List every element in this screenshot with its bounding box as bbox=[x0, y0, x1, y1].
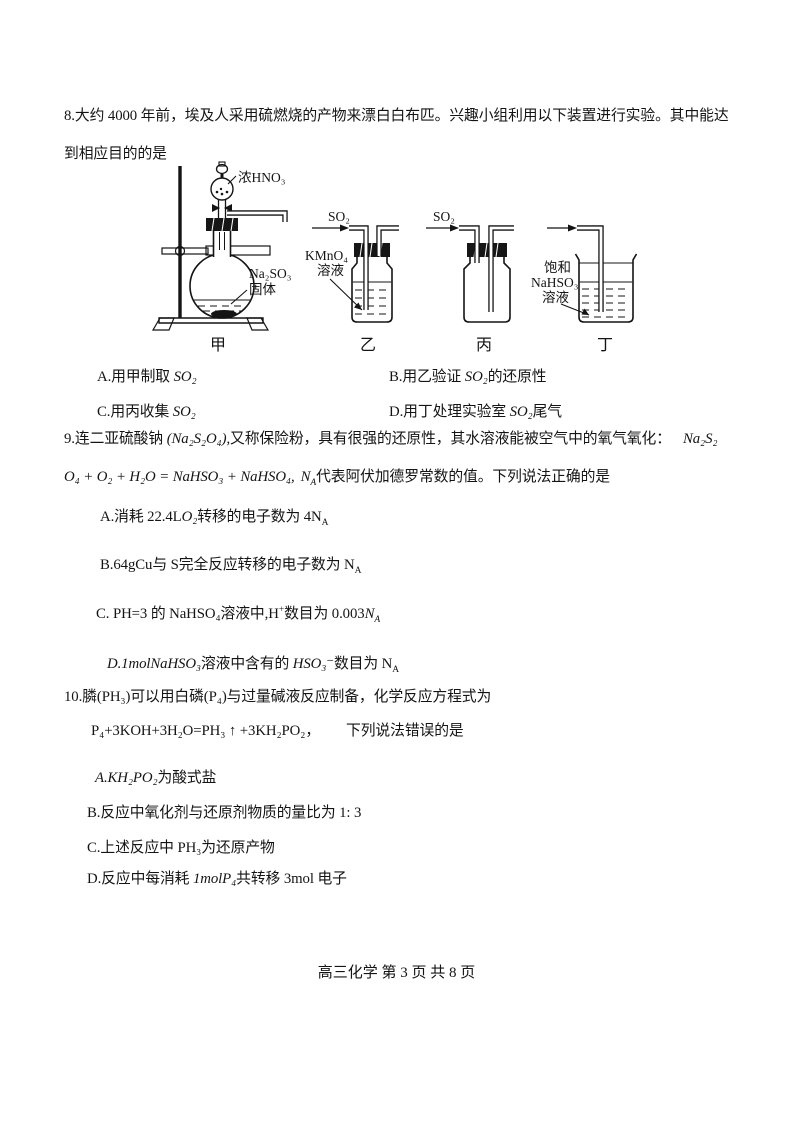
q10-option-d: D.反应中每消耗 1molP₄共转移 3mol 电子 bbox=[87, 870, 347, 889]
q8-option-d: D.用丁处理实验室 SO₂尾气 bbox=[389, 403, 562, 422]
q8-option-a-text: A.用甲制取 bbox=[97, 369, 174, 385]
q8-option-b: B.用乙验证 SO₂的还原性 bbox=[389, 368, 547, 387]
bing-gas-label: SO₂ bbox=[433, 209, 455, 224]
yi-pointer-arrow bbox=[354, 302, 362, 310]
q8-stem-line1: 8.大约 4000 年前，埃及人采用硫燃烧的产物来漂白白布匹。兴趣小组利用以下装… bbox=[64, 108, 729, 124]
q9-option-d-sub: A bbox=[392, 664, 400, 675]
q10-stem-line1: 10.膦(PH₃)可以用白磷(P₄)与过量碱液反应制备，化学反应方程式为 bbox=[64, 689, 492, 705]
q9-option-a-text2: 转移的电子数为 4N bbox=[197, 509, 322, 525]
ding-flow-arrow bbox=[568, 224, 577, 232]
yi-solution-label-1: KMnO₄ bbox=[305, 248, 348, 263]
q9-option-b-text: B.64gCu与 S完全反应转移的电子数为 N bbox=[100, 557, 355, 573]
bing-flow-arrow bbox=[450, 224, 459, 232]
q9-stem-text1: 9.连二亚硫酸钠 bbox=[64, 431, 167, 447]
jia-flask-label-1: Na₂SO₃ bbox=[249, 266, 292, 281]
q9-option-b-sub: A bbox=[354, 565, 362, 576]
q10-option-d-formula: 1molP₄ bbox=[192, 871, 237, 887]
jia-caption: 甲 bbox=[210, 337, 226, 354]
yi-solution-label-2: 溶液 bbox=[317, 263, 344, 278]
q9-option-a-text1: A.消耗 22.4L bbox=[100, 509, 182, 525]
beaker-ding: 饱和 NaHSO₃ 溶液 丁 bbox=[531, 224, 638, 354]
q10-option-a: A.KH₂PO₂为酸式盐 bbox=[95, 769, 216, 788]
yi-flow-arrow bbox=[340, 224, 349, 232]
q8-option-a-formula: SO₂ bbox=[173, 369, 197, 385]
q9-option-d-formula2: HSO₃⁻ bbox=[292, 656, 334, 672]
ding-solution-label-1: 饱和 bbox=[544, 260, 571, 275]
q9-option-b: B.64gCu与 S完全反应转移的电子数为 NA bbox=[100, 556, 362, 576]
q9-option-d-text2: 数目为 N bbox=[333, 656, 393, 672]
q9-avogadro-sub: A bbox=[310, 477, 317, 488]
q8-option-b-text2: 的还原性 bbox=[487, 369, 547, 385]
q10-option-d-text2: 共转移 3mol 电子 bbox=[236, 871, 347, 887]
q9-option-a-sub: A bbox=[321, 517, 329, 528]
q10-option-c: C.上述反应中 PH₃为还原产物 bbox=[87, 839, 275, 858]
q10-equation: P₄+3KOH+3H₂O=PH₃ ↑ +3KH₂PO₂， bbox=[91, 723, 321, 739]
jia-funnel-label: 浓HNO₃ bbox=[238, 170, 286, 185]
q8-stem-line2: 到相应目的的是 bbox=[64, 146, 167, 162]
q8-option-b-formula: SO₂ bbox=[464, 369, 488, 385]
q10-stem-tail: 下列说法错误的是 bbox=[346, 723, 464, 739]
ding-caption: 丁 bbox=[597, 337, 613, 354]
gas-bottle-yi: SO₂ KMnO₄ 溶液 乙 bbox=[305, 209, 399, 354]
q9-option-c-sup: + bbox=[278, 605, 285, 616]
q9-stem-line2: O₄ + O₂ + H₂O = NaHSO₃ + NaHSO₄, NA代表阿伏加德… bbox=[64, 468, 611, 488]
q9-avogadro-n: N bbox=[300, 469, 311, 485]
q9-stem-text3: 代表阿伏加德罗常数的值。下列说法正确的是 bbox=[316, 469, 611, 485]
q9-option-c-text1: C. PH=3 的 NaHSO₄溶液中,H bbox=[96, 606, 279, 622]
q10-option-a-text: 为酸式盐 bbox=[157, 770, 217, 786]
q9-formula-na2s2: Na₂S₂ bbox=[682, 431, 718, 447]
q10-option-b-text: B.反应中氧化剂与还原剂物质的量比为 1: 3 bbox=[87, 805, 362, 821]
ding-solution-label-3: 溶液 bbox=[542, 290, 570, 305]
q9-option-c-sub: A bbox=[374, 614, 381, 625]
q10-equation-line: P₄+3KOH+3H₂O=PH₃ ↑ +3KH₂PO₂， 下列说法错误的是 bbox=[91, 722, 464, 741]
q8-option-b-text: B.用乙验证 bbox=[389, 369, 465, 385]
q9-option-a-formula: O₂ bbox=[181, 509, 198, 525]
q9-option-d-text1: 溶液中含有的 bbox=[200, 656, 293, 672]
q8-option-a: A.用甲制取 SO₂ bbox=[97, 368, 197, 387]
q9-option-d: D.1molNaHSO₃溶液中含有的 HSO₃⁻数目为 NA bbox=[107, 655, 400, 675]
q9-option-c-n: N bbox=[364, 606, 375, 622]
q9-option-c-text2: 数目为 0.003 bbox=[284, 606, 365, 622]
bing-caption: 丙 bbox=[476, 337, 492, 354]
gas-bottle-bing: SO₂ 丙 bbox=[426, 209, 514, 354]
q8-option-d-text: D.用丁处理实验室 bbox=[389, 404, 510, 420]
jia-flask-label-2: 固体 bbox=[249, 282, 276, 297]
q9-option-a: A.消耗 22.4LO₂转移的电子数为 4NA bbox=[100, 508, 329, 528]
q8-option-d-formula: SO₂ bbox=[509, 404, 533, 420]
q9-equation: O₄ + O₂ + H₂O = NaHSO₃ + NaHSO₄, bbox=[64, 469, 295, 485]
q9-stem-text2: ,又称保险粉，具有很强的还原性，其水溶液能被空气中的氧气氧化： bbox=[226, 431, 671, 447]
q9-option-c: C. PH=3 的 NaHSO₄溶液中,H+数目为 0.003NA bbox=[96, 605, 380, 624]
yi-caption: 乙 bbox=[360, 337, 376, 354]
q10-option-c-text: C.上述反应中 PH₃为还原产物 bbox=[87, 840, 275, 856]
apparatus-jia: 浓HNO₃ Na₂SO₃ 固体 甲 bbox=[151, 161, 292, 354]
q8-option-c-text: C.用丙收集 bbox=[97, 404, 173, 420]
page-footer: 高三化学 第 3 页 共 8 页 bbox=[317, 965, 476, 981]
stopcock bbox=[212, 204, 232, 212]
q10-option-d-text1: D.反应中每消耗 bbox=[87, 871, 193, 887]
q8-option-c-formula: SO₂ bbox=[172, 404, 196, 420]
ding-solution-label-2: NaHSO₃ bbox=[531, 275, 579, 290]
apparatus-figure: 浓HNO₃ Na₂SO₃ 固体 甲 SO₂ KMnO₄ 溶液 乙 bbox=[151, 161, 638, 354]
q9-option-d-formula1: D.1molNaHSO₃ bbox=[107, 656, 201, 672]
q10-option-a-formula: A.KH₂PO₂ bbox=[95, 770, 158, 786]
q10-option-b: B.反应中氧化剂与还原剂物质的量比为 1: 3 bbox=[87, 804, 361, 823]
ding-pointer-arrow bbox=[581, 308, 589, 315]
q8-option-d-text2: 尾气 bbox=[532, 404, 563, 420]
q8-option-c: C.用丙收集 SO₂ bbox=[97, 403, 196, 422]
q9-formula-na2s2o4: (Na₂S₂O₄) bbox=[166, 431, 227, 447]
yi-gas-label: SO₂ bbox=[328, 209, 350, 224]
q9-stem-line1: 9.连二亚硫酸钠 (Na₂S₂O₄),又称保险粉，具有很强的还原性，其水溶液能被… bbox=[64, 430, 718, 449]
